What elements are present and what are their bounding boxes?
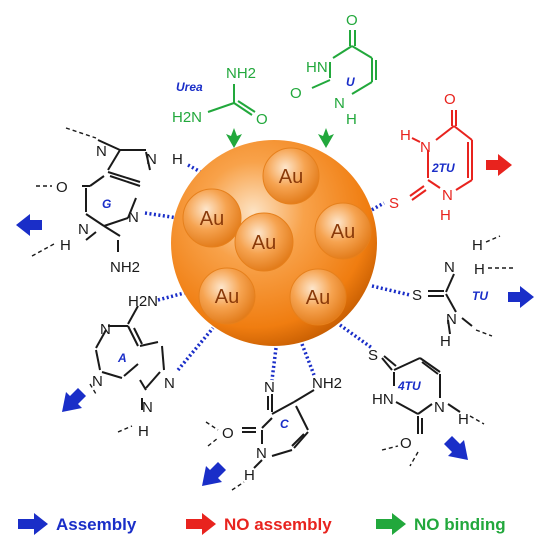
atom-label: N	[334, 95, 345, 112]
atom-label: O	[256, 111, 268, 128]
atom-label: H	[472, 237, 483, 254]
legend-label: Assembly	[56, 515, 137, 534]
urea-molecule: NH2 H2N O Urea	[172, 65, 268, 148]
guanine-molecule: N N H O N H N NH2 G	[16, 127, 183, 276]
thiourea-molecule: S N H H N H TU	[412, 235, 534, 350]
atom-label: H	[400, 127, 411, 144]
atom-label: N	[128, 209, 139, 226]
legend-label: NO binding	[414, 515, 506, 534]
atom-label: H	[60, 237, 71, 254]
atom-label: N	[434, 399, 445, 416]
atom-label: H	[346, 111, 357, 128]
atom-label: O	[222, 425, 234, 442]
atom-label: O	[444, 91, 456, 108]
atom-label: N	[264, 379, 275, 396]
blue-arrow-icon	[16, 214, 42, 236]
atom-label: H2N	[128, 293, 158, 310]
legend-item-no-binding: NO binding	[376, 513, 506, 535]
atom-label: N	[146, 151, 157, 168]
atom-label: H	[244, 467, 255, 484]
blue-arrow-icon	[62, 388, 86, 412]
atom-label: H	[474, 261, 485, 278]
molecule-tag-adenine: A	[117, 351, 127, 365]
atom-label: H	[138, 423, 149, 440]
blue-arrow-icon	[202, 462, 226, 486]
green-arrow-icon	[226, 128, 242, 148]
atom-label: S	[412, 287, 422, 304]
molecule-tag-urea: Urea	[176, 80, 203, 94]
red-arrow-icon	[486, 154, 512, 176]
atom-label: O	[346, 12, 358, 29]
legend-label: NO assembly	[224, 515, 332, 534]
atom-label: H	[440, 333, 451, 350]
atom-label: N	[78, 221, 89, 238]
au-label: Au	[200, 208, 224, 230]
cytosine-molecule: NH2 N O N H C	[202, 375, 342, 491]
legend-item-assembly: Assembly	[18, 513, 137, 535]
atom-label: H	[440, 207, 451, 224]
au-label: Au	[252, 232, 276, 254]
atom-label: H	[458, 411, 469, 428]
atom-label: N	[256, 445, 267, 462]
4-thiouracil-molecule: S HN N H O 4TU	[368, 347, 485, 467]
molecule-tag-2tu: 2TU	[431, 161, 455, 175]
au-label: Au	[215, 286, 239, 308]
atom-label: N	[442, 187, 453, 204]
au-label: Au	[331, 221, 355, 243]
atom-label: S	[389, 195, 399, 212]
atom-label: O	[400, 435, 412, 452]
green-arrow-icon	[376, 513, 406, 535]
binding-lines	[144, 163, 411, 381]
uracil-molecule: O HN N H O U	[290, 12, 377, 148]
atom-label: O	[290, 85, 302, 102]
atom-label: N	[446, 311, 457, 328]
blue-arrow-icon	[508, 286, 534, 308]
atom-label: N	[142, 399, 153, 416]
atom-label: N	[164, 375, 175, 392]
green-arrow-icon	[318, 128, 334, 148]
atom-label: NH2	[312, 375, 342, 392]
molecule-tag-4tu: 4TU	[397, 379, 421, 393]
atom-label: N	[96, 143, 107, 160]
atom-label: N	[420, 139, 431, 156]
molecule-tag-cytosine: C	[280, 417, 289, 431]
molecule-tag-thiourea: TU	[472, 289, 488, 303]
atom-label: H2N	[172, 109, 202, 126]
gold-core: Au Au Au Au Au Au	[171, 140, 377, 346]
atom-label: H	[172, 151, 183, 168]
au-clusters	[182, 147, 372, 326]
atom-label: NH2	[110, 259, 140, 276]
atom-label: N	[444, 259, 455, 276]
legend-item-no-assembly: NO assembly	[186, 513, 332, 535]
au-label: Au	[279, 166, 303, 188]
blue-arrow-icon	[444, 436, 468, 460]
atom-label: HN	[306, 59, 328, 76]
adenine-molecule: H2N N N N N H A	[62, 293, 175, 440]
atom-label: N	[100, 321, 111, 338]
2-thiouracil-molecule: O H N N H S 2TU	[389, 91, 512, 224]
atom-label: N	[92, 373, 103, 390]
atom-label: S	[368, 347, 378, 364]
atom-label: HN	[372, 391, 394, 408]
atom-label: NH2	[226, 65, 256, 82]
blue-arrow-icon	[18, 513, 48, 535]
au-label: Au	[306, 287, 330, 309]
legend: Assembly NO assembly NO binding	[18, 513, 506, 535]
red-arrow-icon	[186, 513, 216, 535]
atom-label: O	[56, 179, 68, 196]
molecule-tag-uracil: U	[346, 75, 355, 89]
molecule-tag-guanine: G	[102, 197, 111, 211]
